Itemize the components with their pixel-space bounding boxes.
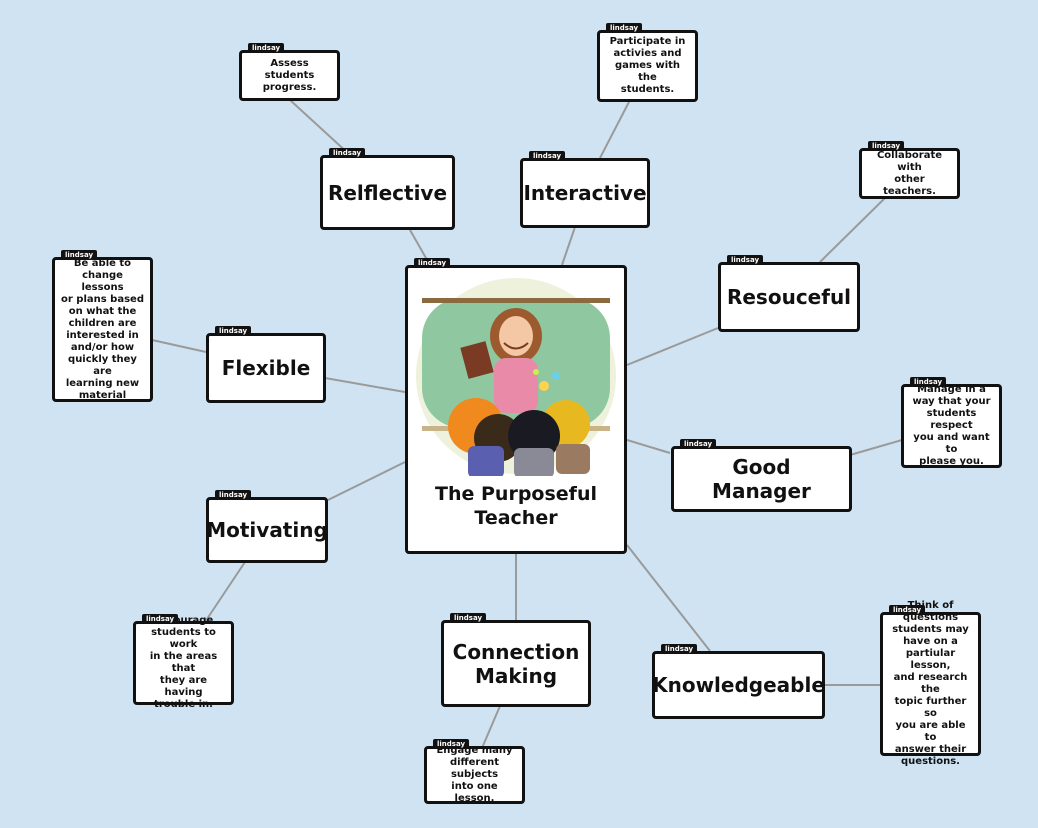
author-tag: lindsay (606, 23, 642, 33)
node-label: Flexible (222, 356, 311, 380)
note-engage[interactable]: lindsay Engage many different subjects i… (424, 746, 525, 804)
note-line: students to work (142, 627, 225, 651)
node-label: Knowledgeable (652, 673, 825, 697)
node-knowledgeable[interactable]: lindsay Knowledgeable (652, 651, 825, 719)
author-tag: lindsay (61, 250, 97, 260)
note-line: activies and (613, 48, 681, 60)
note-line: games with the (606, 60, 689, 84)
node-connection-making[interactable]: lindsay Connection Making (441, 620, 591, 707)
node-motivating[interactable]: lindsay Motivating (206, 497, 328, 563)
note-line: Collaborate with (868, 150, 951, 174)
note-line: students may (892, 624, 969, 636)
note-line: you and want to (910, 432, 993, 456)
connector-line (482, 706, 500, 748)
note-line: different subjects (433, 757, 516, 781)
note-line: Participate in (610, 36, 686, 48)
node-good-manager[interactable]: lindsay Good Manager (671, 446, 852, 512)
author-tag: lindsay (680, 439, 716, 449)
note-line: into one lesson. (433, 781, 516, 805)
connector-line (820, 198, 885, 262)
note-line: children are (69, 318, 137, 330)
author-tag: lindsay (910, 377, 946, 387)
note-line: please you. (919, 456, 984, 468)
note-line: they are having (142, 675, 225, 699)
note-line: and/or how (71, 342, 134, 354)
central-topic-card[interactable]: lindsay The Purposeful Teacher (405, 265, 627, 554)
connector-line (627, 545, 710, 651)
connector-line (600, 100, 630, 158)
node-flexible[interactable]: lindsay Flexible (206, 333, 326, 403)
connector-line (325, 378, 405, 392)
note-line: on what the (69, 306, 137, 318)
connector-line (562, 227, 575, 265)
author-tag: lindsay (248, 43, 284, 53)
connector-line (850, 440, 902, 455)
connector-line (328, 462, 405, 500)
note-participate[interactable]: lindsay Participate in activies and game… (597, 30, 698, 102)
connector-line (627, 440, 670, 453)
connector-line (627, 328, 718, 365)
note-change-lessons[interactable]: lindsay Be able to change lessons or pla… (52, 257, 153, 402)
note-line: questions. (901, 756, 960, 768)
teacher-illustration (416, 276, 616, 476)
author-tag: lindsay (727, 255, 763, 265)
note-line: quickly they are (61, 354, 144, 378)
note-encourage[interactable]: lindsay Encourage students to work in th… (133, 621, 234, 705)
note-line: trouble in. (154, 699, 213, 711)
author-tag: lindsay (215, 490, 251, 500)
node-label-line1: Connection (453, 640, 580, 664)
node-label: Interactive (523, 181, 646, 205)
node-relflective[interactable]: lindsay Relflective (320, 155, 455, 230)
connector-line (205, 562, 245, 622)
note-line: topic further so (889, 696, 972, 720)
note-line: other teachers. (868, 174, 951, 198)
author-tag: lindsay (433, 739, 469, 749)
note-assess[interactable]: lindsay Assess students progress. (239, 50, 340, 101)
note-line: in the areas that (142, 651, 225, 675)
note-line: progress. (263, 82, 317, 94)
note-line: interested in (66, 330, 139, 342)
note-line: Assess students (248, 58, 331, 82)
connector-line (290, 100, 350, 155)
author-tag: lindsay (889, 605, 925, 615)
node-label: Relflective (328, 181, 447, 205)
node-label-line2: Making (475, 664, 557, 688)
note-line: or plans based (61, 294, 144, 306)
author-tag: lindsay (529, 151, 565, 161)
author-tag: lindsay (450, 613, 486, 623)
author-tag: lindsay (661, 644, 697, 654)
node-interactive[interactable]: lindsay Interactive (520, 158, 650, 228)
note-line: and research the (889, 672, 972, 696)
note-collaborate[interactable]: lindsay Collaborate with other teachers. (859, 148, 960, 199)
connector-line (152, 340, 206, 352)
note-line: way that your (912, 396, 990, 408)
author-tag: lindsay (142, 614, 178, 624)
note-line: material (79, 390, 126, 402)
note-manage[interactable]: lindsay Manage in a way that your studen… (901, 384, 1002, 468)
note-line: answer their (895, 744, 966, 756)
note-line: you are able to (889, 720, 972, 744)
node-label: Good Manager (682, 455, 841, 503)
node-label: Resouceful (727, 285, 851, 309)
note-line: have on a (903, 636, 958, 648)
note-think-questions[interactable]: lindsay Think of questions students may … (880, 612, 981, 756)
note-line: change lessons (61, 270, 144, 294)
central-topic-title: The Purposeful Teacher (435, 482, 597, 530)
note-line: learning new (66, 378, 139, 390)
author-tag: lindsay (868, 141, 904, 151)
node-label: Motivating (206, 518, 328, 542)
node-resouceful[interactable]: lindsay Resouceful (718, 262, 860, 332)
author-tag: lindsay (215, 326, 251, 336)
note-line: students respect (910, 408, 993, 432)
note-line: students. (621, 84, 674, 96)
note-line: partiular lesson, (889, 648, 972, 672)
author-tag: lindsay (329, 148, 365, 158)
author-tag: lindsay (414, 258, 450, 268)
